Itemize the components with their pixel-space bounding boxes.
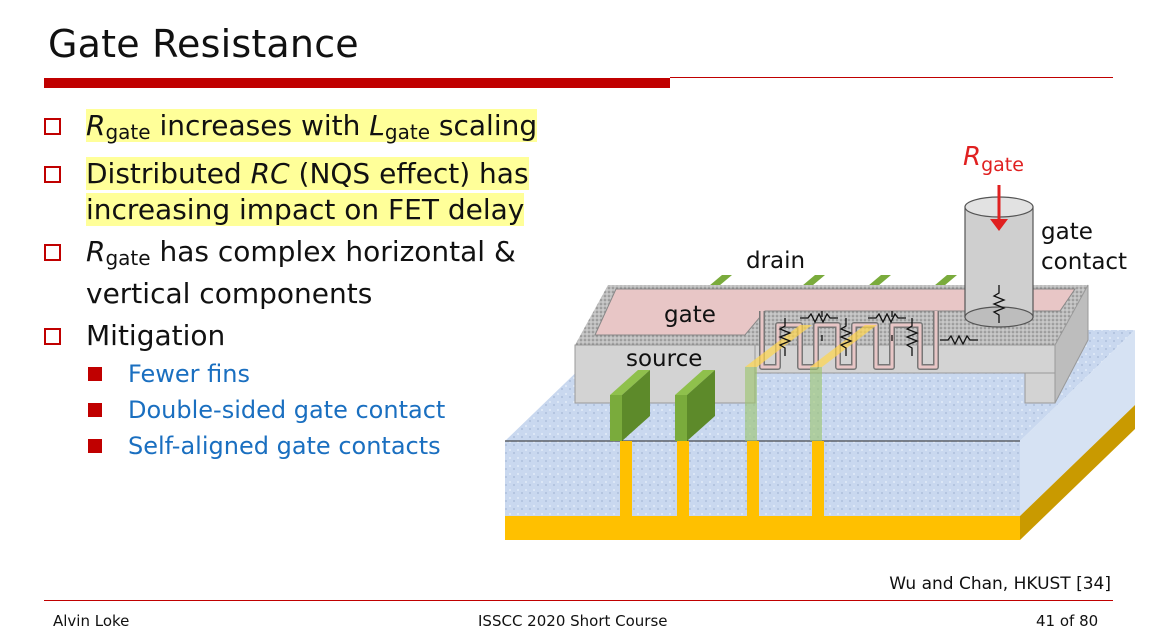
bullet-1-highlight: Rgate increases with Lgate scaling <box>86 109 538 144</box>
finfet-gate-resistance-diagram: Rgate gate contact drain gate source <box>505 142 1135 540</box>
filled-square-bullet-icon <box>88 403 102 417</box>
gate-region <box>594 288 1076 336</box>
citation: Wu and Chan, HKUST [34] <box>889 574 1111 594</box>
substrate-side <box>1020 330 1135 516</box>
bullet-2-highlight: Distributed RC (NQS effect) has <box>86 157 529 190</box>
sub-bullet-list: Fewer fins Double-sided gate contact Sel… <box>88 356 445 464</box>
bullet-list: Rgate increases with Lgate scaling Distr… <box>44 108 604 360</box>
bullet-2-line2: increasing impact on FET delay <box>86 193 525 226</box>
gold-layer-front <box>505 516 1020 540</box>
footer-page-number: 41 of 80 <box>1036 612 1099 630</box>
gate-contact-label-2: contact <box>1041 249 1127 275</box>
hollow-square-bullet-icon <box>44 166 61 183</box>
filled-square-bullet-icon <box>88 439 102 453</box>
hollow-square-bullet-icon <box>44 118 61 135</box>
sub-bullet-2: Double-sided gate contact <box>88 392 445 428</box>
title-underline-bar <box>44 78 670 88</box>
bullet-4: Mitigation <box>44 318 604 354</box>
slide-title: Gate Resistance <box>48 22 359 66</box>
resistor-icons <box>778 285 1006 356</box>
bullet-2: Distributed RC (NQS effect) has increasi… <box>44 156 604 228</box>
sub-bullet-1: Fewer fins <box>88 356 445 392</box>
fin-1 <box>610 370 650 395</box>
hollow-square-bullet-icon <box>44 328 61 345</box>
footer-event: ISSCC 2020 Short Course <box>478 612 668 630</box>
gate-label: gate <box>664 302 716 328</box>
rgate-label: Rgate <box>963 142 1024 176</box>
sub-bullet-3: Self-aligned gate contacts <box>88 428 445 464</box>
drain-label: drain <box>746 248 805 274</box>
bullet-3: Rgate has complex horizontal & vertical … <box>44 234 604 312</box>
fin-2 <box>675 370 715 395</box>
source-block <box>574 344 756 404</box>
bullet-3-line2: vertical components <box>86 277 373 310</box>
hollow-square-bullet-icon <box>44 244 61 261</box>
footer-author: Alvin Loke <box>53 612 130 630</box>
footer-divider <box>44 600 1113 601</box>
bullet-1: Rgate increases with Lgate scaling <box>44 108 604 150</box>
substrate-front <box>505 441 1020 516</box>
source-label: source <box>626 346 702 372</box>
filled-square-bullet-icon <box>88 367 102 381</box>
gate-contact-label-1: gate <box>1041 219 1093 245</box>
gold-layer-side <box>1020 405 1135 540</box>
title-underline-thin <box>670 77 1113 78</box>
